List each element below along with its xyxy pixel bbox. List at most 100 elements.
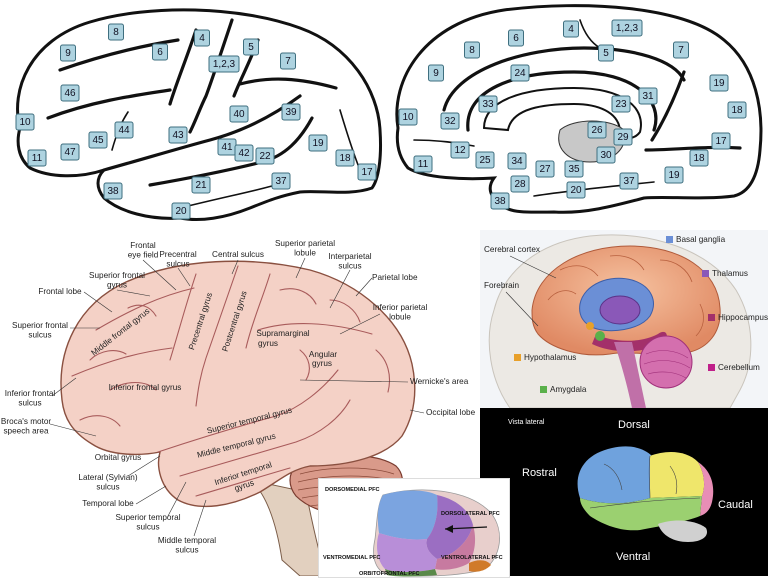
pfc-label-dm: DORSOMEDIAL PFC bbox=[325, 487, 380, 493]
area-number: 10 bbox=[19, 117, 31, 128]
area-number: 11 bbox=[418, 159, 429, 170]
area-number: 39 bbox=[285, 107, 297, 118]
area-box bbox=[596, 146, 616, 164]
label-line: eye field bbox=[128, 251, 159, 260]
lateral-area-l-5: 5 bbox=[243, 38, 259, 56]
lateral-area-l-22: 22 bbox=[255, 147, 275, 165]
label-line: Frontal bbox=[130, 241, 156, 250]
area-box bbox=[711, 132, 731, 150]
labeled-ifs bbox=[71, 347, 173, 377]
area-number: 12 bbox=[454, 145, 466, 156]
lateral-area-l-44: 44 bbox=[114, 121, 134, 139]
area-box bbox=[271, 172, 291, 190]
area-number: 19 bbox=[713, 78, 725, 89]
label-line: sulcus bbox=[18, 399, 41, 408]
area-box bbox=[478, 95, 498, 113]
medial-area-m-34: 34 bbox=[507, 152, 527, 170]
pfc-label-vl: VENTROLATERAL PFC bbox=[441, 555, 503, 561]
labeled-precentral-sulcus bbox=[169, 273, 197, 361]
lateral-area-l-46: 46 bbox=[60, 84, 80, 102]
area-box bbox=[475, 151, 495, 169]
lateral-area-l-47: 47 bbox=[60, 143, 80, 161]
area-number: 33 bbox=[482, 99, 494, 110]
area-box bbox=[428, 64, 444, 82]
area-box bbox=[638, 87, 658, 105]
label-line: Parietal lobe bbox=[372, 273, 418, 282]
g-supramarginal-2: gyrus bbox=[258, 339, 278, 348]
legend-label: Hippocampus bbox=[718, 313, 768, 322]
leader-lines bbox=[49, 257, 425, 537]
area-box bbox=[168, 126, 188, 144]
area-box bbox=[194, 29, 210, 47]
legend-label: Thalamus bbox=[712, 269, 748, 278]
label-line: gyrus bbox=[107, 281, 127, 290]
area-number: 5 bbox=[248, 42, 254, 53]
brainstem-deep bbox=[614, 342, 646, 408]
label-line: sulcus bbox=[166, 260, 189, 269]
amygdala-shape bbox=[595, 331, 605, 341]
area-number: 26 bbox=[591, 125, 603, 136]
label-line: speech area bbox=[3, 427, 49, 436]
lbl-wernickes-area: Wernicke's area bbox=[410, 377, 469, 386]
labeled-ips bbox=[257, 323, 373, 335]
label-line: Central sulcus bbox=[212, 250, 264, 259]
area-number: 20 bbox=[570, 185, 582, 196]
area-number: 1,2,3 bbox=[213, 59, 236, 70]
medial-area-m-32: 32 bbox=[440, 112, 460, 130]
area-number: 19 bbox=[312, 138, 324, 149]
lateral-area-l-19: 19 bbox=[308, 134, 328, 152]
area-box bbox=[510, 175, 530, 193]
medial-area-m-33: 33 bbox=[478, 95, 498, 113]
lateral-area-l-38: 38 bbox=[103, 182, 123, 200]
lateral-area-l-6: 6 bbox=[152, 43, 168, 61]
legend-swatch bbox=[708, 314, 715, 321]
area-number: 21 bbox=[195, 180, 207, 191]
lateral-area-l-4: 4 bbox=[194, 29, 210, 47]
lateral-area-l-11: 11 bbox=[27, 149, 47, 167]
medial-area-m-18a: 18 bbox=[727, 101, 747, 119]
area-number: 29 bbox=[617, 132, 629, 143]
area-box bbox=[229, 105, 249, 123]
lateral-ifs bbox=[46, 88, 172, 120]
area-box bbox=[613, 128, 633, 146]
area-box bbox=[440, 112, 460, 130]
area-box bbox=[234, 144, 254, 162]
medial-area-m-27: 27 bbox=[535, 160, 555, 178]
area-box bbox=[611, 95, 631, 113]
area-number: 20 bbox=[175, 206, 187, 217]
legend-label: Basal ganglia bbox=[676, 235, 726, 244]
legend-label: Hypothalamus bbox=[524, 353, 576, 362]
area-box bbox=[564, 160, 584, 178]
pfc-dm-region bbox=[377, 490, 438, 540]
area-box bbox=[357, 163, 377, 181]
area-number: 6 bbox=[157, 47, 163, 58]
area-box bbox=[535, 160, 555, 178]
lbl-parietal-lobe: Parietal lobe bbox=[372, 273, 418, 282]
area-number: 1,2,3 bbox=[616, 23, 639, 34]
medial-area-m-123: 1,2,3 bbox=[611, 19, 643, 37]
label-line: Interparietal bbox=[328, 252, 371, 261]
lateral-area-l-37: 37 bbox=[271, 172, 291, 190]
area-number: 46 bbox=[64, 88, 76, 99]
hypothalamus-shape bbox=[586, 322, 594, 330]
area-box bbox=[103, 182, 123, 200]
dir-parietal-region bbox=[650, 452, 705, 498]
area-number: 34 bbox=[511, 156, 523, 167]
area-box bbox=[709, 74, 729, 92]
lateral-area-l-39: 39 bbox=[281, 103, 301, 121]
area-box bbox=[689, 149, 709, 167]
lateral-central-sulcus bbox=[188, 18, 234, 134]
labeled-central-sulcus bbox=[195, 265, 239, 407]
medial-area-m-12: 12 bbox=[450, 141, 470, 159]
area-box bbox=[171, 202, 191, 220]
area-box bbox=[510, 64, 530, 82]
area-number: 9 bbox=[433, 68, 439, 79]
area-number: 38 bbox=[107, 186, 119, 197]
